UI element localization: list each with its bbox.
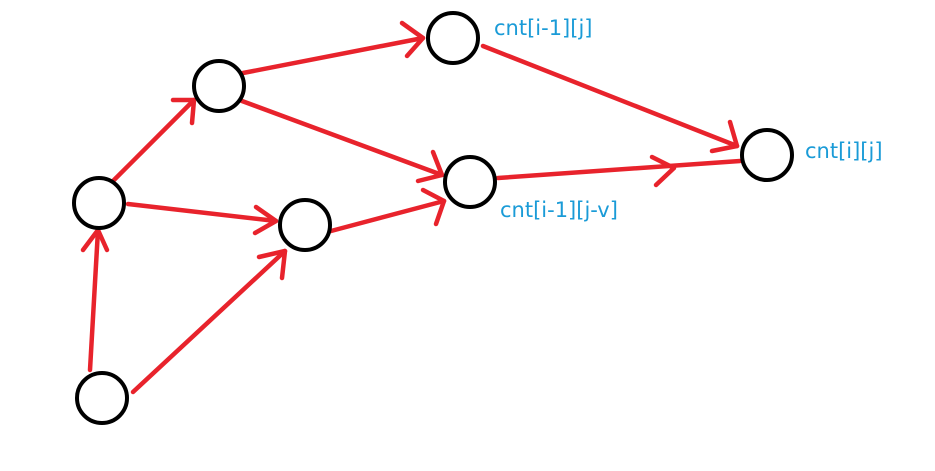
label-top: cnt[i-1][j] (494, 16, 592, 40)
node-mid-lower (278, 198, 332, 252)
label-middle: cnt[i-1][j-v] (500, 198, 618, 222)
node-middle (443, 155, 497, 209)
edge-mid-lower-to-middle (328, 187, 447, 234)
node-top (426, 11, 480, 65)
labels: cnt[i-1][j] cnt[i-1][j-v] cnt[i][j] (494, 16, 883, 222)
edge-upper-to-top (240, 20, 426, 76)
label-target: cnt[i][j] (805, 139, 883, 163)
node-left-mid (72, 176, 126, 230)
node-upper-left (192, 59, 246, 113)
edge-bottom-to-left (80, 227, 110, 373)
edge-bottom-to-mid-lower (130, 248, 288, 395)
edge-left-to-upper (111, 97, 197, 183)
nodes (72, 11, 794, 425)
edge-top-to-target (480, 43, 740, 154)
edge-middle-to-target (495, 154, 743, 188)
edge-upper-to-middle (239, 98, 445, 184)
edge-left-to-mid-lower (125, 201, 279, 236)
node-bottom-left (75, 371, 129, 425)
edges (80, 20, 743, 395)
node-target (740, 128, 794, 182)
